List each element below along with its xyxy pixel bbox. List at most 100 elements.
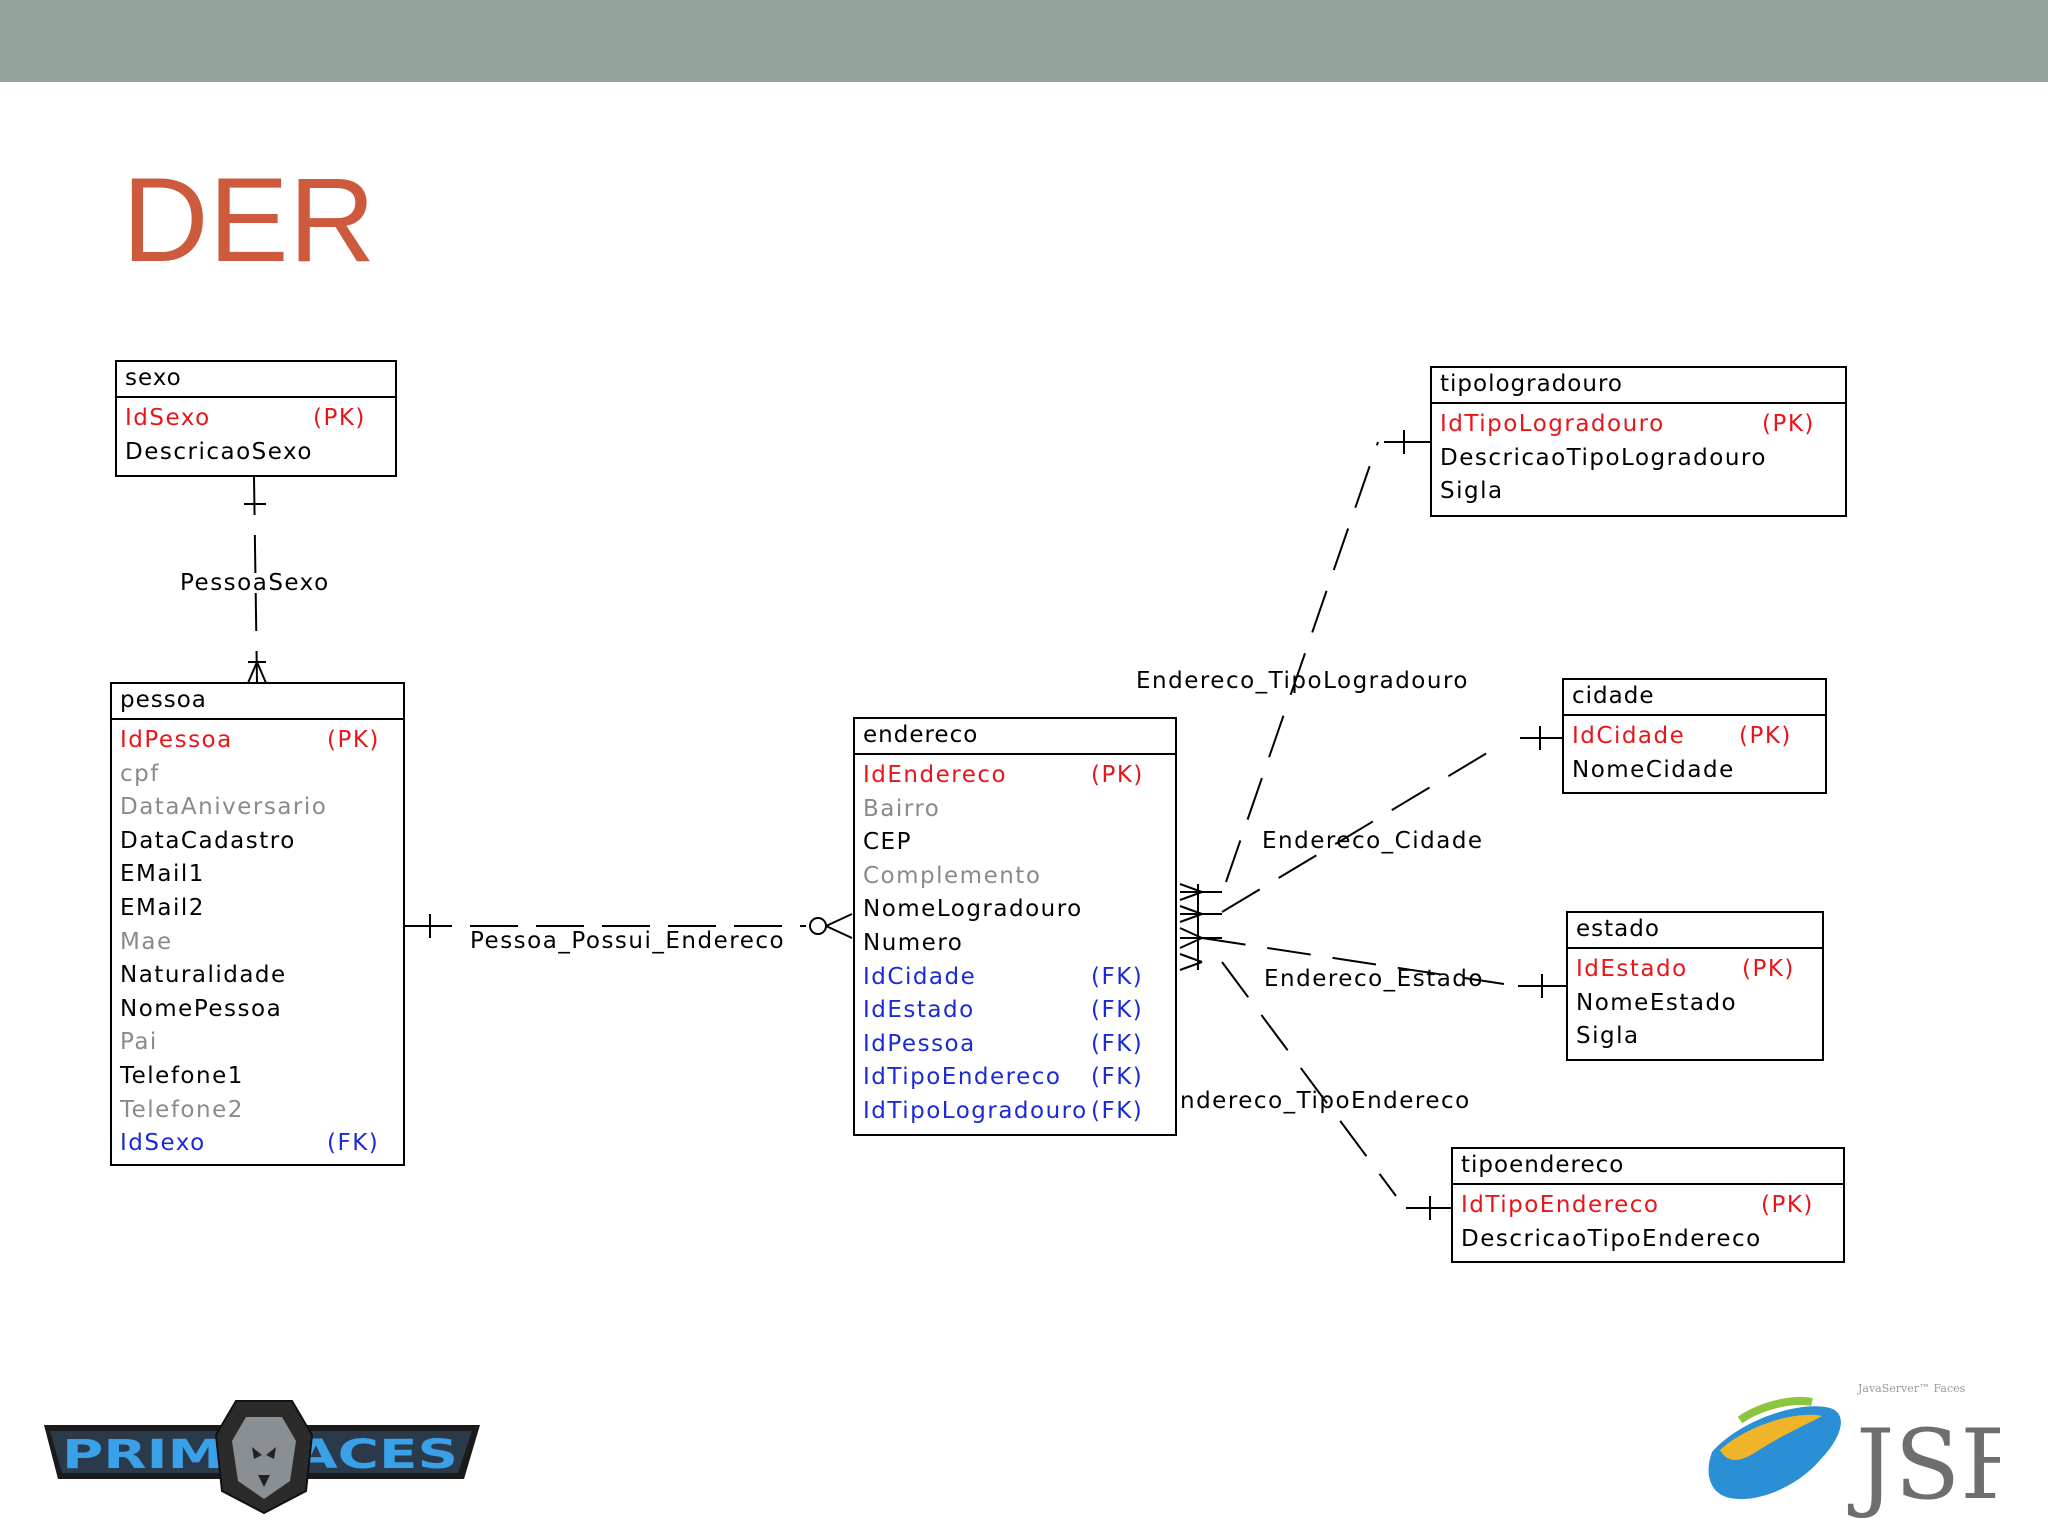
attribute-name: IdPessoa [120,727,233,753]
rel-label-endereco-tipoendereco: ndereco_TipoEndereco [1180,1088,1471,1114]
line-endereco-tipologradouro [1225,441,1379,883]
attribute-name: IdPessoa [863,1030,976,1057]
attribute-row: Telefone1 [120,1060,395,1094]
attribute-name: CEP [863,829,912,856]
attribute-name: IdTipoLogradouro [863,1097,1088,1124]
entity-name-estado: estado [1568,913,1822,949]
attribute-key: (PK) [313,405,366,431]
attribute-name: IdEstado [863,997,975,1024]
attribute-row: IdCidade(FK) [863,961,1167,995]
attribute-row: IdSexo(PK) [125,402,387,436]
attribute-row: IdTipoLogradouro(PK) [1440,408,1837,442]
attribute-list: IdTipoLogradouro(PK)DescricaoTipoLogrado… [1432,404,1845,513]
attribute-name: Telefone1 [120,1062,244,1089]
crowfoot-endereco-b [825,925,853,939]
rel-label-pessoa-possui-endereco: Pessoa_Possui_Endereco [470,928,786,954]
crowfoot-endereco-a [825,913,853,927]
attribute-row: Bairro [863,793,1167,827]
attribute-name: IdCidade [1572,723,1686,749]
attribute-key: (FK) [1091,1097,1144,1124]
attribute-row: DescricaoTipoEndereco [1461,1223,1835,1257]
attribute-row: DescricaoTipoLogradouro [1440,442,1837,476]
attribute-row: Numero [863,927,1167,961]
attribute-row: Telefone2 [120,1094,395,1128]
attribute-name: Mae [120,928,173,955]
attribute-key: (PK) [1091,762,1144,788]
attribute-name: Numero [863,929,964,956]
line-pessoa-sexo [253,476,258,684]
attribute-key: (PK) [1742,956,1795,982]
rel-label-pessoa-sexo: PessoaSexo [180,570,330,596]
attribute-row: IdTipoLogradouro(FK) [863,1095,1167,1129]
zero-circle-endereco [809,917,827,935]
jsf-logo-text: JSF [1847,1409,2000,1520]
attribute-name: NomePessoa [120,995,283,1022]
attribute-key: (PK) [1739,723,1792,749]
attribute-row: DataCadastro [120,825,395,859]
attribute-name: IdTipoEndereco [863,1064,1062,1091]
line-endereco-cidade [1221,743,1503,913]
entity-name-pessoa: pessoa [112,684,403,720]
rel-label-endereco-estado: Endereco_Estado [1264,966,1484,992]
attribute-name: NomeCidade [1572,756,1735,783]
attribute-row: IdTipoEndereco (FK) [863,1061,1167,1095]
attribute-key: (FK) [1091,963,1144,990]
attribute-row: NomeEstado [1576,987,1814,1021]
attribute-name: EMail2 [120,894,205,921]
attribute-list: IdTipoEndereco(PK)DescricaoTipoEndereco [1453,1185,1843,1260]
rel-label-endereco-cidade: Endereco_Cidade [1262,828,1484,854]
attribute-name: DescricaoSexo [125,438,313,465]
entity-name-tipoendereco: tipoendereco [1453,1149,1843,1185]
jsf-logo: JavaServer™ Faces JSF [1708,1382,2000,1520]
attribute-key: (FK) [1091,997,1144,1024]
attribute-row: IdEstado (PK) [1576,953,1814,987]
attribute-row: Mae [120,926,395,960]
attribute-name: IdEndereco [863,762,1008,788]
attribute-row: EMail1 [120,858,395,892]
crowfoot-pessoa-b [256,661,267,684]
attribute-name: cpf [120,760,160,787]
crowfoot-pessoa-a [247,661,258,684]
entity-name-sexo: sexo [117,362,395,398]
attribute-name: IdSexo [120,1130,206,1157]
attribute-row: IdEstado (FK) [863,994,1167,1028]
entity-name-endereco: endereco [855,719,1175,755]
attribute-name: Bairro [863,795,941,822]
attribute-key: (PK) [1762,411,1815,437]
attribute-row: IdSexo(FK) [120,1127,395,1161]
rel-label-endereco-tipologradouro: Endereco_TipoLogradouro [1136,668,1469,694]
attribute-name: Pai [120,1029,158,1056]
primefaces-logo: PRIMEFACES [44,1400,480,1515]
attribute-name: Telefone2 [120,1096,244,1123]
attribute-name: Naturalidade [120,962,287,989]
attribute-row: IdPessoa(FK) [863,1028,1167,1062]
attribute-name: DataAniversario [120,794,328,821]
attribute-row: IdEndereco (PK) [863,759,1167,793]
attribute-key: (FK) [1091,1064,1144,1091]
attribute-name: DescricaoTipoLogradouro [1440,444,1767,471]
entity-name-tipologradouro: tipologradouro [1432,368,1845,404]
attribute-row: DataAniversario [120,791,395,825]
slide-title: DER [122,153,376,287]
attribute-row: Pai [120,1026,395,1060]
attribute-row: cpf [120,758,395,792]
attribute-key: (PK) [327,727,380,753]
attribute-row: NomePessoa [120,993,395,1027]
attribute-row: Complemento [863,860,1167,894]
attribute-row: IdCidade (PK) [1572,720,1817,754]
attribute-row: IdTipoEndereco(PK) [1461,1189,1835,1223]
attribute-key: (PK) [1761,1192,1814,1218]
attribute-row: Naturalidade [120,959,395,993]
attribute-name: IdEstado [1576,956,1688,982]
attribute-row: CEP [863,826,1167,860]
svg-text:JavaServer™ Faces: JavaServer™ Faces [1857,1382,1966,1395]
